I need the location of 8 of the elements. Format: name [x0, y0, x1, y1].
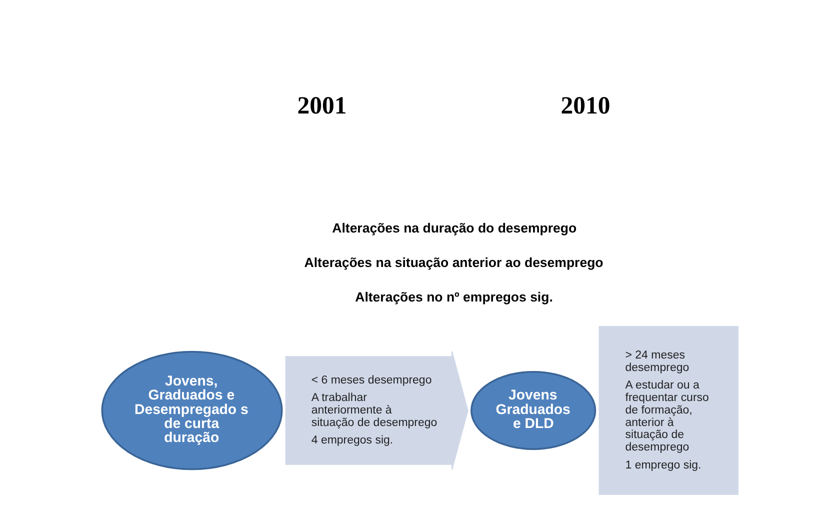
label: Alterações na duração do desemprego — [332, 220, 577, 236]
node-box: > 24 meses desemprego A estudar ou a frequentar curso de formação, anterior à situação de desemprego 1 emprego sig. — [598, 326, 738, 494]
label: 2010 — [560, 92, 610, 119]
node-ellipse: Jovens, Graduados e Desempregado s de curta duração — [101, 350, 283, 470]
node-ellipse: Jovens Graduados e DLD — [470, 370, 596, 450]
label: Alterações no nº empregos sig. — [355, 289, 553, 304]
label: 2001 — [297, 92, 347, 119]
label: Alterações na situação anterior ao desemprego — [304, 254, 604, 270]
